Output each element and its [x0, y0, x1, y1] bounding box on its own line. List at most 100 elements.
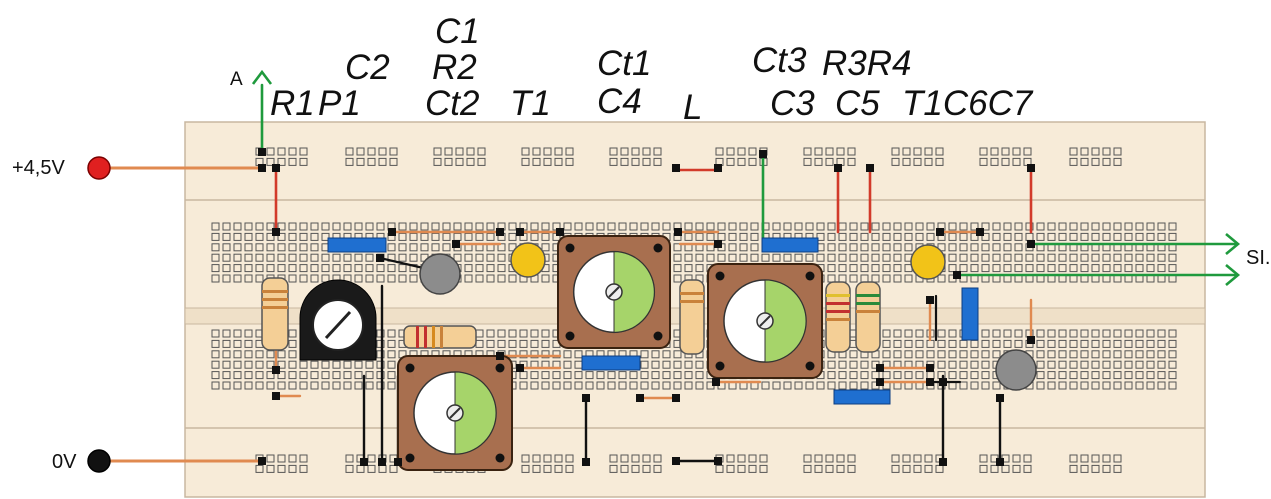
main-hole-lower — [365, 371, 374, 380]
rail-hole-top — [299, 157, 308, 166]
main-hole-upper — [211, 243, 220, 252]
main-hole-upper — [882, 264, 891, 273]
main-hole-upper — [948, 232, 957, 241]
main-hole-upper — [310, 264, 319, 273]
main-hole-lower — [288, 371, 297, 380]
main-hole-upper — [849, 264, 858, 273]
main-hole-lower — [1135, 329, 1144, 338]
resistor-r4-band — [856, 302, 880, 305]
resistor-r2-band — [416, 326, 419, 348]
trimmer-ct3-screw — [715, 271, 725, 281]
main-hole-lower — [1080, 360, 1089, 369]
rail-hole-top — [748, 157, 757, 166]
main-hole-upper — [1080, 232, 1089, 241]
rail-hole-top — [1091, 147, 1100, 156]
main-hole-upper — [255, 222, 264, 231]
main-hole-upper — [1135, 264, 1144, 273]
main-hole-upper — [387, 243, 396, 252]
main-hole-lower — [552, 371, 561, 380]
rail-hole-top — [477, 157, 486, 166]
main-hole-lower — [541, 371, 550, 380]
resistor-r3-band — [826, 302, 850, 305]
main-hole-lower — [1102, 360, 1111, 369]
capacitor-c5 — [833, 389, 891, 405]
main-hole-lower — [530, 339, 539, 348]
main-hole-lower — [222, 350, 231, 359]
rail-hole-bottom — [1091, 464, 1100, 473]
trimmer-ct2-hub-slot — [449, 407, 461, 419]
main-hole-upper — [475, 232, 484, 241]
main-hole-lower — [310, 381, 319, 390]
main-hole-upper — [343, 264, 352, 273]
main-hole-upper — [277, 243, 286, 252]
label-ct3: Ct3 — [752, 41, 807, 80]
main-hole-lower — [288, 360, 297, 369]
label-p1: P1 — [318, 84, 361, 123]
main-hole-upper — [310, 274, 319, 283]
rail-hole-bottom — [759, 464, 768, 473]
main-hole-lower — [222, 371, 231, 380]
main-hole-lower — [673, 350, 682, 359]
main-hole-upper — [277, 253, 286, 262]
main-hole-lower — [1036, 381, 1045, 390]
main-hole-lower — [233, 371, 242, 380]
main-hole-upper — [794, 222, 803, 231]
main-hole-upper — [695, 222, 704, 231]
main-hole-upper — [442, 243, 451, 252]
main-hole-upper — [684, 264, 693, 273]
rail-hole-bottom — [1091, 454, 1100, 463]
rail-hole-bottom — [913, 454, 922, 463]
main-hole-upper — [1091, 253, 1100, 262]
main-hole-lower — [563, 360, 572, 369]
main-hole-lower — [1157, 381, 1166, 390]
resistor-r1 — [261, 277, 289, 351]
rail-hole-top — [521, 147, 530, 156]
rail-hole-bottom — [266, 464, 275, 473]
main-hole-upper — [255, 264, 264, 273]
main-hole-lower — [365, 360, 374, 369]
rail-hole-top — [825, 147, 834, 156]
connection-dot — [496, 228, 504, 236]
connection-dot — [1027, 240, 1035, 248]
main-hole-lower — [981, 371, 990, 380]
main-hole-upper — [354, 264, 363, 273]
connection-dot — [714, 240, 722, 248]
main-hole-lower — [860, 360, 869, 369]
main-hole-lower — [1091, 371, 1100, 380]
rail-hole-top — [1012, 147, 1021, 156]
main-hole-upper — [376, 222, 385, 231]
main-hole-lower — [1047, 371, 1056, 380]
main-hole-lower — [332, 371, 341, 380]
rail-hole-top — [356, 157, 365, 166]
rail-hole-bottom — [299, 464, 308, 473]
main-hole-upper — [1036, 264, 1045, 273]
main-hole-upper — [959, 222, 968, 231]
rail-hole-top — [803, 157, 812, 166]
transistor-t1 — [510, 242, 546, 278]
main-hole-lower — [1113, 350, 1122, 359]
main-hole-lower — [376, 329, 385, 338]
rail-hole-top — [277, 157, 286, 166]
main-hole-upper — [816, 222, 825, 231]
main-hole-upper — [772, 222, 781, 231]
main-hole-upper — [904, 222, 913, 231]
main-hole-lower — [508, 350, 517, 359]
main-hole-upper — [838, 232, 847, 241]
main-hole-lower — [772, 381, 781, 390]
rail-hole-top — [847, 147, 856, 156]
main-hole-lower — [1157, 339, 1166, 348]
main-hole-upper — [1047, 264, 1056, 273]
main-hole-upper — [409, 253, 418, 262]
main-hole-upper — [849, 232, 858, 241]
main-hole-lower — [222, 339, 231, 348]
main-hole-upper — [1091, 264, 1100, 273]
main-hole-lower — [1113, 329, 1122, 338]
resistor-r3-band — [826, 294, 850, 297]
main-hole-lower — [915, 371, 924, 380]
rail-hole-bottom — [759, 454, 768, 463]
main-hole-upper — [904, 274, 913, 283]
label-ct2: Ct2 — [425, 84, 480, 123]
main-hole-lower — [1146, 381, 1155, 390]
main-hole-lower — [530, 329, 539, 338]
